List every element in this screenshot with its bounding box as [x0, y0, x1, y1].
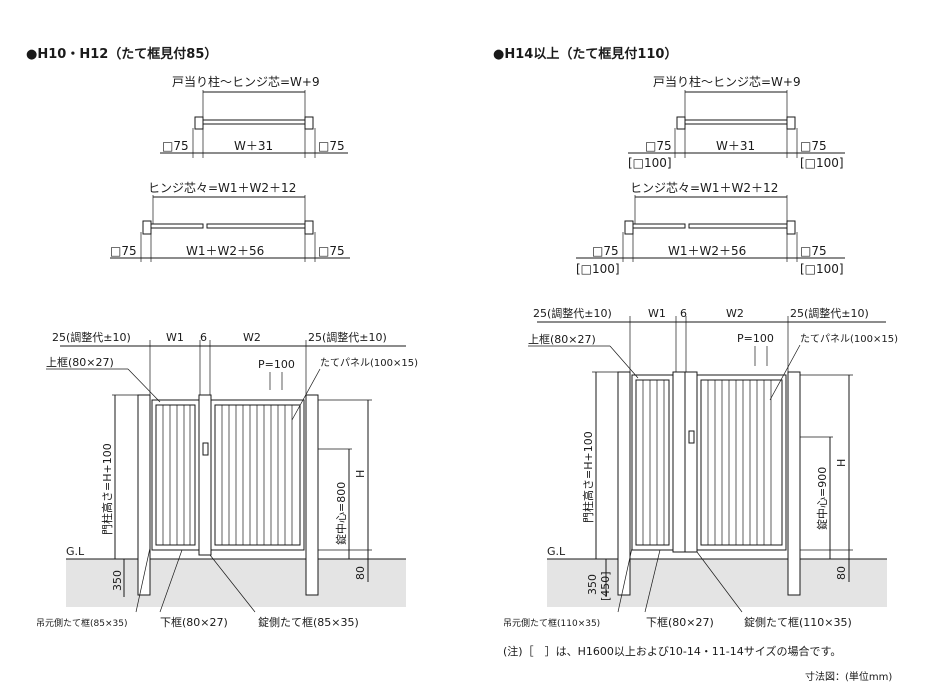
left-plan-double: ヒンジ芯々=W1＋W2＋12 □75 W1＋W2＋56 □75 [110, 181, 350, 262]
left-plan1-top-dim: 戸当り柱～ヒンジ芯=W+9 [172, 74, 320, 89]
left-plan2-mid-dim: W1＋W2＋56 [186, 244, 264, 258]
left-lock-handle [202, 442, 209, 456]
right-plan2-leaf-large [688, 223, 788, 229]
left-plan-single: 戸当り柱～ヒンジ芯=W+9 □75 W＋31 □75 [160, 74, 348, 158]
right-plan2-post-left-label: □75 [592, 244, 619, 258]
left-post-height: 門柱高さ=H+100 [100, 443, 114, 535]
right-plan1-top-dim: 戸当り柱～ヒンジ芯=W+9 [653, 74, 801, 89]
right-lock-post [787, 371, 801, 596]
right-plan-double: ヒンジ芯々=W1＋W2＋12 □75 [□100] W1＋W2＋56 □75 [… [576, 181, 845, 276]
left-center-stile [198, 394, 212, 556]
left-plan2-post-left [142, 220, 152, 235]
left-gap-label: 6 [200, 331, 207, 344]
unit-note: 寸法図：(単位mm) [805, 670, 892, 683]
right-adj-left: 25(調整代±10) [533, 306, 612, 320]
right-plan2-post-left [624, 220, 634, 235]
left-lock-post [305, 394, 319, 596]
right-plan2-top-dim: ヒンジ芯々=W1＋W2＋12 [630, 181, 778, 195]
left-clearance: 80 [354, 566, 367, 580]
left-plan2-top-dim: ヒンジ芯々=W1＋W2＋12 [148, 181, 296, 195]
right-gap-label: 6 [680, 307, 687, 320]
right-plan1-mid-dim: W＋31 [716, 139, 755, 153]
right-bottom-frame-label: 下框(80×27) [646, 616, 714, 629]
right-panel-label: たてパネル(100×15) [800, 333, 898, 345]
right-plan-single: 戸当り柱～ヒンジ芯=W+9 □75 [□100] W＋31 □75 [□100] [628, 74, 845, 170]
left-adj-left: 25(調整代±10) [52, 330, 131, 344]
right-w2-label: W2 [726, 307, 744, 320]
left-plan1-post-right-label: □75 [318, 139, 345, 153]
left-plan1-door-leaf [202, 119, 306, 125]
right-gl-label: G.L [547, 545, 566, 558]
right-plan1-post-left-alt: [□100] [628, 156, 672, 170]
right-plan2-post-right-label: □75 [800, 244, 827, 258]
left-hinge-post [137, 394, 151, 596]
left-embed-label: 350 [111, 570, 124, 591]
left-plan1-mid-dim: W＋31 [234, 139, 273, 153]
left-small-leaf [151, 399, 200, 551]
left-lock-center: 錠中心=800 [334, 482, 348, 545]
right-pitch-label: P=100 [737, 332, 774, 345]
right-plan2-post-right-alt: [□100] [800, 262, 844, 276]
left-bottom-frame-label: 下框(80×27) [160, 616, 228, 629]
right-section: ●H14以上（たて框見付110） 戸当り柱～ヒンジ芯=W+9 □75 [□100… [493, 46, 898, 683]
right-embed-label: 350 [586, 574, 599, 595]
right-post-height: 門柱高さ=H+100 [581, 431, 595, 523]
left-adj-right: 25(調整代±10) [308, 330, 387, 344]
left-top-frame-label: 上框(80×27) [46, 356, 114, 369]
right-plan1-door-leaf [684, 119, 788, 125]
left-lock-stile-label: 錠側たて框(85×35) [258, 615, 359, 629]
left-plan1-post-left-label: □75 [162, 139, 189, 153]
left-panel-label: たてパネル(100×15) [320, 357, 418, 369]
left-title: ●H10・H12（たて框見付85） [26, 46, 217, 62]
right-embed-alt: [450] [599, 571, 612, 601]
bracket-note: (注)［ ］は、H1600以上および10-14・11-14サイズの場合です。 [503, 644, 841, 658]
left-large-leaf [210, 399, 305, 551]
left-h-label: H [354, 470, 367, 478]
right-lock-center: 錠中心=900 [815, 467, 829, 530]
right-plan1-post-right-label: □75 [800, 139, 827, 153]
right-large-leaf [696, 374, 787, 551]
left-hinge-stile-label: 吊元側たて框(85×35) [36, 617, 127, 629]
left-gl-label: G.L [66, 545, 85, 558]
right-elevation: G.L [503, 306, 898, 629]
left-elevation: G.L [36, 330, 418, 629]
right-ground [547, 559, 887, 607]
right-plan1-post-right-alt: [□100] [800, 156, 844, 170]
left-plan2-post-right [304, 220, 314, 235]
left-plan2-leaf-small [150, 223, 204, 229]
right-lock-handle [688, 430, 695, 444]
right-plan2-post-right [786, 220, 796, 235]
left-w1-label: W1 [166, 331, 184, 344]
right-plan1-post-left [676, 116, 686, 130]
left-w2-label: W2 [243, 331, 261, 344]
right-h-label: H [835, 459, 848, 467]
right-lock-stile-label: 錠側たて框(110×35) [744, 615, 852, 629]
left-ground [66, 559, 406, 607]
left-plan2-post-left-label: □75 [110, 244, 137, 258]
left-plan1-post-left [194, 116, 204, 130]
right-plan2-mid-dim: W1＋W2＋56 [668, 244, 746, 258]
left-plan1-post-right [304, 116, 314, 130]
right-center-stile-a [672, 371, 686, 553]
right-title: ●H14以上（たて框見付110） [493, 46, 677, 62]
right-small-leaf [631, 374, 674, 551]
right-hinge-stile-label: 吊元側たて框(110×35) [503, 617, 600, 629]
left-plan2-post-right-label: □75 [318, 244, 345, 258]
left-plan2-leaf-large [206, 223, 306, 229]
right-w1-label: W1 [648, 307, 666, 320]
right-plan1-post-left-label: □75 [645, 139, 672, 153]
left-section: ●H10・H12（たて框見付85） 戸当り柱～ヒンジ芯=W+9 □75 W＋31… [26, 46, 418, 629]
right-clearance: 80 [835, 566, 848, 580]
right-plan2-leaf-small [632, 223, 686, 229]
right-top-frame-label: 上框(80×27) [528, 333, 596, 346]
right-center-stile-b [684, 371, 698, 553]
right-adj-right: 25(調整代±10) [790, 306, 869, 320]
right-plan2-post-left-alt: [□100] [576, 262, 620, 276]
right-hinge-post [617, 371, 631, 596]
left-pitch-label: P=100 [258, 358, 295, 371]
right-plan1-post-right [786, 116, 796, 130]
